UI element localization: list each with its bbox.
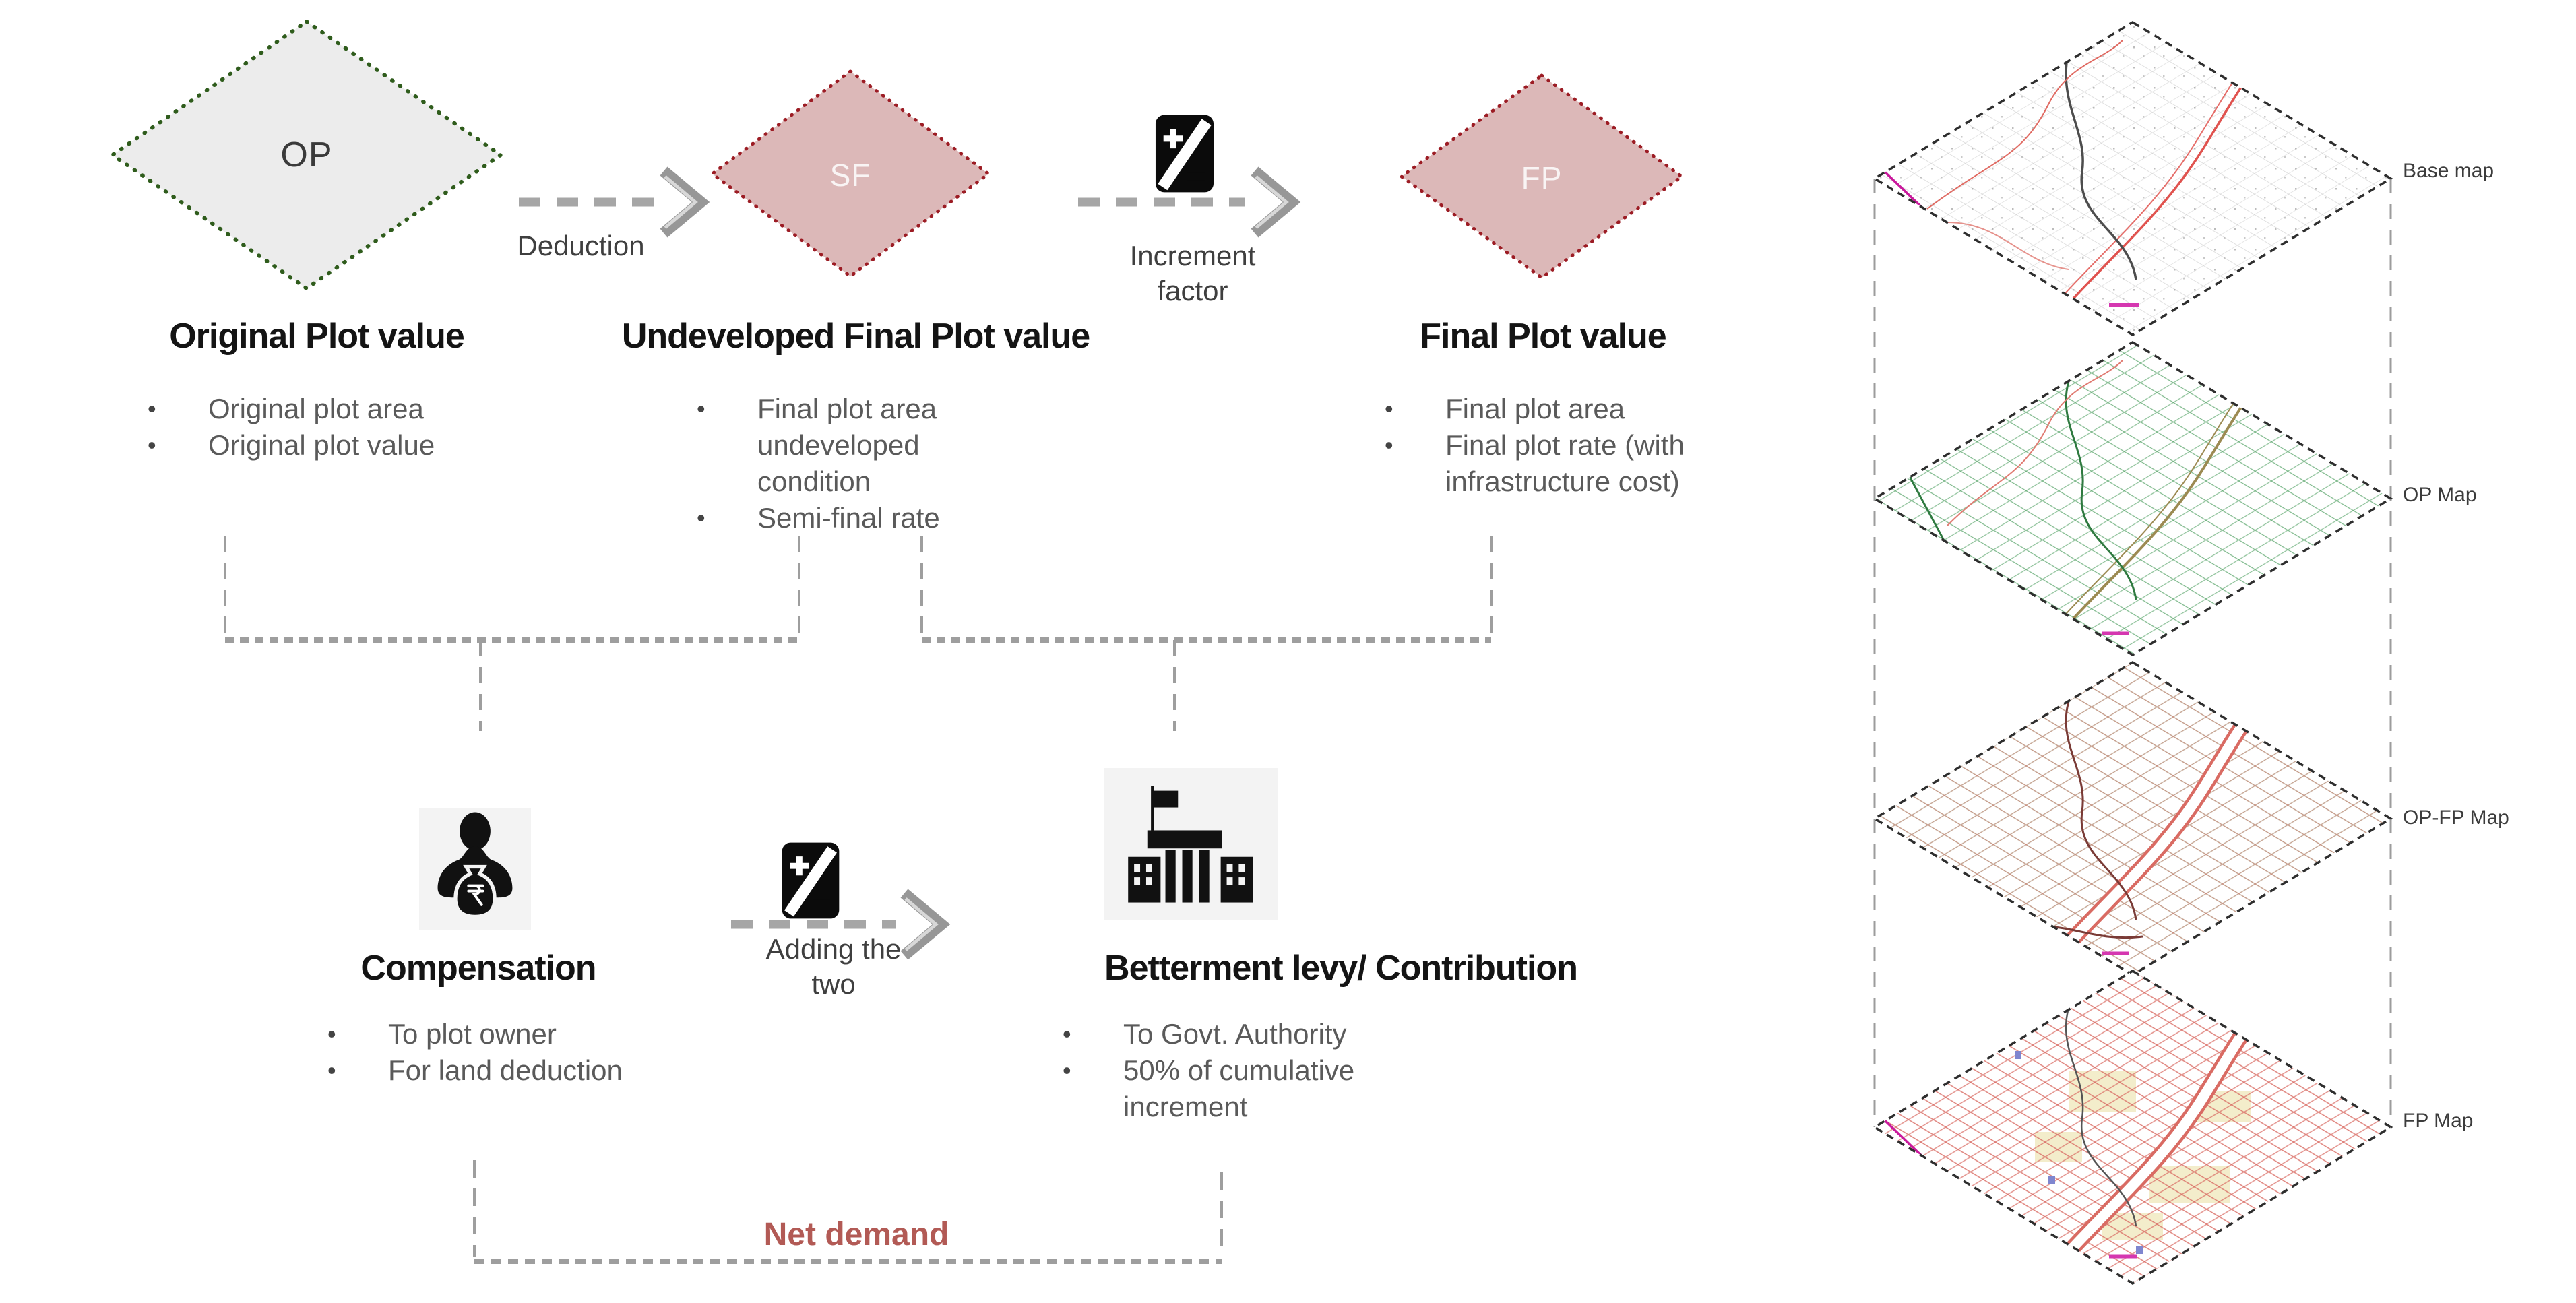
sf-diamond xyxy=(710,69,991,278)
person-money-bag-icon xyxy=(419,808,531,930)
list-item: •Final plot area xyxy=(1385,391,1819,427)
original-plot-value-list: •Original plot area •Original plot value xyxy=(94,391,539,464)
bullet-dot: • xyxy=(697,504,705,532)
compensation-list: •To plot owner •For land deduction xyxy=(283,1016,674,1089)
list-item: •50% of cumulative increment xyxy=(1063,1052,1644,1125)
map-label-op-fp: OP-FP Map xyxy=(2403,806,2509,829)
bullet-dot: • xyxy=(327,1020,336,1048)
final-plot-value-list: •Final plot area •Final plot rate (with … xyxy=(1267,391,1819,500)
list-item: •Original plot area xyxy=(148,391,539,427)
base-map-layer xyxy=(1872,20,2393,337)
original-plot-value-title: Original Plot value xyxy=(169,317,465,356)
undeveloped-final-plot-value-list: •Final plot area undeveloped condition •… xyxy=(566,391,1145,536)
sf-diamond-label: SF xyxy=(829,158,871,193)
right-gather-bracket xyxy=(920,536,1493,731)
final-plot-value-title: Final Plot value xyxy=(1420,317,1666,356)
adding-calculator-icon xyxy=(775,841,846,920)
fp-map-layer xyxy=(1872,969,2393,1285)
fp-diamond-label: FP xyxy=(1521,160,1563,195)
map-stack-vector xyxy=(1872,20,2393,1285)
increment-arrow-label: Increment factor xyxy=(1129,240,1256,307)
list-item: •Original plot value xyxy=(148,427,539,464)
undeveloped-final-plot-value-section: Undeveloped Final Plot value •Final plot… xyxy=(566,317,1145,536)
bullet-dot: • xyxy=(697,395,705,422)
list-item: •Final plot rate (with infrastructure co… xyxy=(1385,427,1819,500)
list-item: •Semi-final rate xyxy=(697,500,1145,536)
bullet-dot: • xyxy=(1063,1020,1071,1048)
bullet-dot: • xyxy=(148,395,156,422)
adding-arrow xyxy=(731,889,951,960)
map-label-op: OP Map xyxy=(2403,484,2477,506)
compensation-title: Compensation xyxy=(360,949,596,988)
bullet-dot: • xyxy=(1063,1056,1071,1084)
increment-calculator-icon xyxy=(1154,113,1216,194)
undeveloped-final-plot-value-title: Undeveloped Final Plot value xyxy=(621,317,1090,356)
final-plot-value-section: Final Plot value •Final plot area •Final… xyxy=(1267,317,1819,500)
betterment-section: Betterment levy/ Contribution •To Govt. … xyxy=(1038,949,1644,1125)
op-diamond-label: OP xyxy=(280,135,333,174)
map-label-fp: FP Map xyxy=(2403,1110,2474,1132)
increment-arrow xyxy=(1078,166,1301,238)
bullet-dot: • xyxy=(1385,395,1393,422)
map-label-base: Base map xyxy=(2403,160,2494,182)
net-demand-label: Net demand xyxy=(763,1217,949,1252)
bullet-dot: • xyxy=(148,431,156,459)
compensation-section: Compensation •To plot owner •For land de… xyxy=(283,949,674,1089)
bullet-dot: • xyxy=(327,1056,336,1084)
net-demand-bracket xyxy=(473,1160,1223,1264)
betterment-title: Betterment levy/ Contribution xyxy=(1104,949,1578,988)
op-fp-map-layer xyxy=(1872,660,2393,977)
left-gather-bracket xyxy=(224,536,800,731)
list-item: •Final plot area undeveloped condition xyxy=(697,391,1145,500)
op-diamond xyxy=(111,20,503,290)
op-map-layer xyxy=(1872,340,2393,657)
government-building-icon xyxy=(1104,768,1278,920)
list-item: •To plot owner xyxy=(327,1016,674,1052)
betterment-list: •To Govt. Authority •50% of cumulative i… xyxy=(1038,1016,1644,1125)
map-stack-guide-lines xyxy=(1873,179,2392,1127)
original-plot-value-section: Original Plot value •Original plot area … xyxy=(94,317,539,464)
adding-arrow-label: Adding the two xyxy=(765,933,902,1000)
list-item: •For land deduction xyxy=(327,1052,674,1089)
list-item: •To Govt. Authority xyxy=(1063,1016,1644,1052)
fp-diamond xyxy=(1400,73,1684,280)
bullet-dot: • xyxy=(1385,431,1393,459)
deduction-arrow xyxy=(519,166,710,238)
deduction-arrow-label: Deduction xyxy=(517,230,645,261)
